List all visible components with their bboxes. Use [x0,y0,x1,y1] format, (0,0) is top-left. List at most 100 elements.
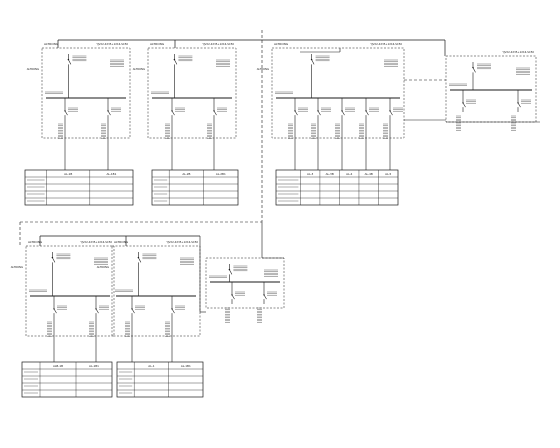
breaker-blade [472,67,476,73]
breaker-contact [67,58,70,61]
table-frame [151,169,239,206]
breaker-blade [52,257,56,263]
feeder-label: ALTRONG [257,67,269,71]
table-frame [24,169,134,206]
panel-header-code: ALTRONG [44,42,59,46]
panel-enclosure [25,245,115,337]
breaker-blade [317,110,321,116]
breaker-contact [137,256,140,259]
breaker-contact [462,102,464,104]
table-cell: AL-4B [365,172,373,176]
panel-header-code: ALTRONG [114,240,129,244]
breaker-contact [341,110,343,112]
breaker-blade [95,308,99,314]
breaker-contact [228,268,231,271]
breaker-contact [472,66,474,69]
table-cell: AL-4 [346,172,352,176]
table-cell: AL-2B1 [216,172,226,176]
breaker-contact [310,58,313,61]
breaker-contact [173,58,176,61]
cable-tag: YJV22-4X35+1X16-SC50 [502,50,534,54]
feeder-label: ALTRONG [133,67,145,71]
panel-7 [205,257,285,323]
breaker-contact [64,110,66,112]
breaker-contact [517,102,519,104]
breaker-contact [171,110,173,112]
breaker-contact [317,110,319,112]
wiring-layer [19,30,540,313]
cable-tag: YJV22-4X35+1X16-SC50 [166,240,198,244]
breaker-blade [365,110,369,116]
breaker-blade [174,59,178,65]
table-frame [21,361,113,398]
breaker-contact [95,308,97,310]
breaker-contact [263,294,265,296]
breaker-blade [171,308,175,314]
panel-header-code: ALTRONG [28,240,43,244]
circuit-table: AL-1B AL-1B1 [24,169,134,206]
breaker-blade [171,110,175,116]
table-cell: AL-3B [326,172,334,176]
panel-enclosure [445,55,537,123]
breaker-blade [341,110,345,116]
breaker-blade [294,110,298,116]
panel-header-code: ALTRONG [274,42,289,46]
breaker-blade [53,308,57,314]
breaker-contact [213,110,215,112]
breaker-blade [389,110,393,116]
panel-header-code: ALTRONG [150,42,165,46]
breaker-blade [462,102,466,108]
table-cell: AL-5 [385,172,391,176]
circuit-table: AL-3 AL-3B AL-4 AL-4B AL-5 [275,169,399,206]
cable-tag: YJV22-4X35+1X16-SC50 [80,240,112,244]
table-frame [275,169,399,206]
table-cell: ALB-1B [53,364,63,368]
breaker-blade [131,308,135,314]
breaker-blade [213,110,217,116]
table-frame [116,361,204,398]
feeder-label: ALTRONG [27,67,39,71]
feeder-label: ALTRONG [11,265,23,269]
feeder-label: ALTRONG [97,265,109,269]
circuit-table: AL-2B AL-2B1 [151,169,239,206]
table-cell: AL-1B1 [106,172,116,176]
breaker-contact [389,110,391,112]
breaker-contact [294,110,296,112]
panel-enclosure [205,257,285,309]
breaker-blade [64,110,68,116]
table-cell: AL-3 [307,172,313,176]
cable-tag: YJV22-4X35+1X16-SC50 [370,42,402,46]
panel-enclosure [271,47,405,139]
breaker-blade [107,110,111,116]
breaker-contact [51,256,54,259]
breaker-blade [229,269,233,275]
breaker-contact [365,110,367,112]
breaker-blade [311,59,315,65]
breaker-blade [138,257,142,263]
cable-tag: YJV22-4X35+1X16-SC50 [96,42,128,46]
table-cell: AL-1B1 [89,364,99,368]
cable-tag: YJV22-4X35+1X16-SC50 [202,42,234,46]
breaker-contact [53,308,55,310]
panel-enclosure [111,245,201,337]
breaker-blade [68,59,72,65]
breaker-contact [231,294,233,296]
breaker-blade [263,294,267,300]
panel-enclosure [147,47,237,139]
table-cell: AL-2B [182,172,190,176]
panel-enclosure [41,47,131,139]
breaker-contact [107,110,109,112]
table-cell: AL-1B1 [181,364,191,368]
circuit-table: ALB-1B AL-1B1 [21,361,113,398]
breaker-blade [231,294,235,300]
table-cell: AL-1B [64,172,72,176]
breaker-contact [131,308,133,310]
panel-4: YJV22-4X35+1X16-SC50 [445,50,537,131]
